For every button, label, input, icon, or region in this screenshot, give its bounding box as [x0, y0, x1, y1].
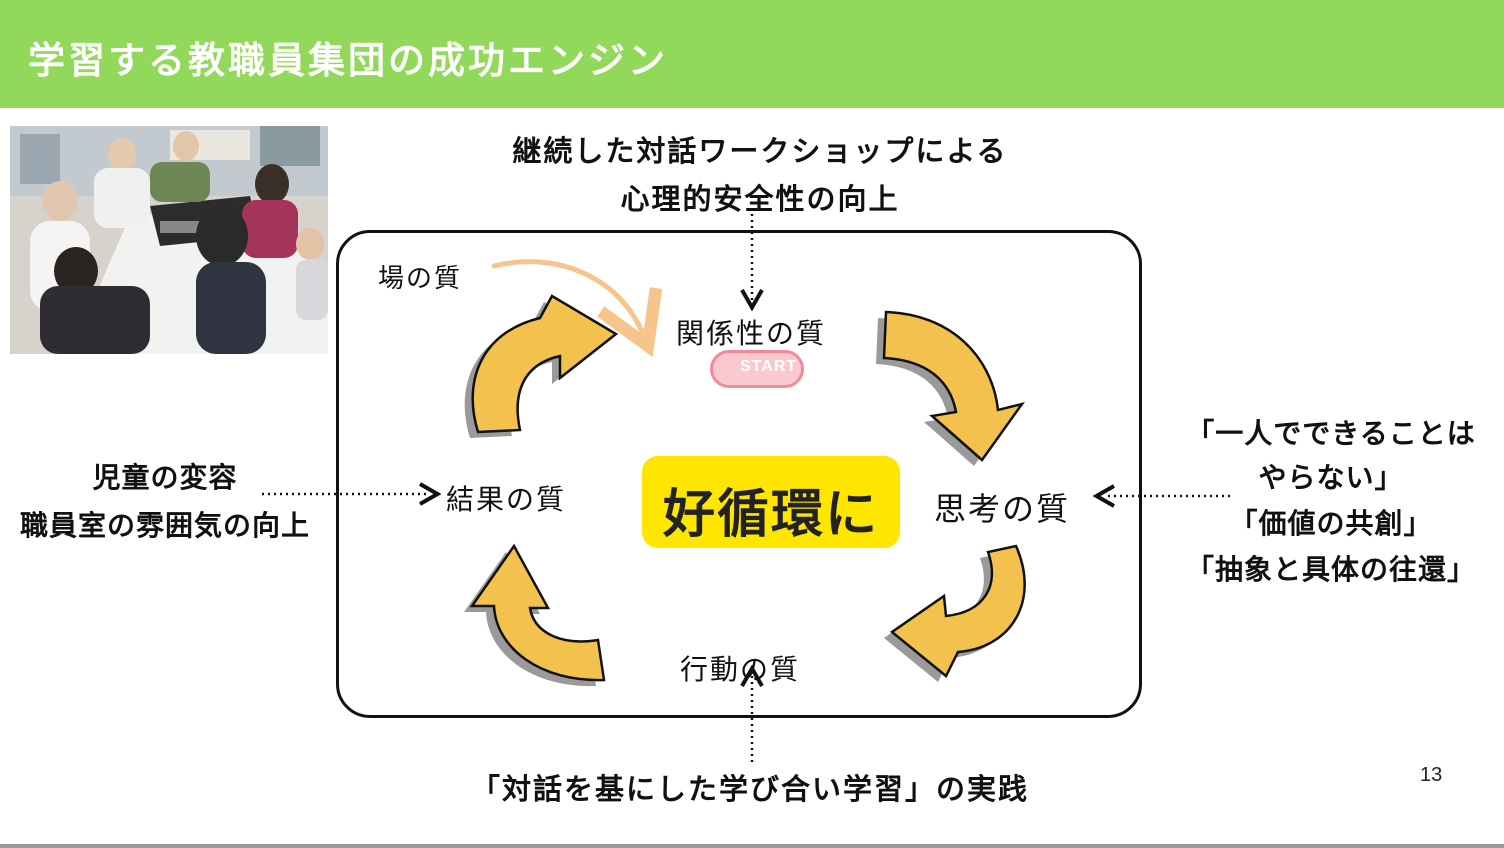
- right-note-line2: やらない」: [1258, 461, 1404, 494]
- top-note-line1: 継続した対話ワークショップによる: [512, 134, 1008, 168]
- header-bar: [0, 0, 1504, 108]
- cycle-arrow-action-to-result: [464, 543, 606, 687]
- left-note-line1: 児童の変容: [92, 461, 238, 494]
- relationship-quality-label: 関係性の質: [676, 317, 827, 350]
- result-quality-label: 結果の質: [446, 483, 567, 516]
- right-note-line3: 「価値の共創」: [1229, 507, 1433, 540]
- start-badge-label: START: [740, 358, 798, 375]
- bottom-rule: [0, 844, 1504, 848]
- ba-quality-label: 場の質: [378, 264, 463, 294]
- center-label: 好循環に: [662, 485, 879, 545]
- discussion-photo-image: [10, 126, 328, 354]
- left-note-line2: 職員室の雰囲気の向上: [19, 509, 310, 542]
- cycle-arrow-relationship-to-thinking: [876, 310, 1025, 466]
- discussion-photo: [10, 126, 328, 354]
- cycle-arrow-result-to-relationship: [464, 294, 619, 438]
- page-number: 13: [1420, 764, 1443, 786]
- center-box: [642, 456, 900, 548]
- bottom-note: 「対話を基にした学び合い学習」の実践: [470, 772, 1029, 806]
- right-note-line4: 「抽象と具体の往還」: [1185, 553, 1476, 586]
- cycle-arrow-thinking-to-action: [884, 544, 1026, 682]
- top-note-line2: 心理的安全性の向上: [620, 182, 900, 216]
- start-badge: [710, 350, 804, 388]
- thinking-quality-label: 思考の質: [934, 490, 1071, 528]
- slide-title: 学習する教職員集団の成功エンジン: [28, 39, 668, 82]
- action-quality-label: 行動の質: [680, 653, 801, 686]
- right-note-line1: 「一人でできることは: [1186, 417, 1476, 450]
- ba-arrow: [491, 259, 642, 332]
